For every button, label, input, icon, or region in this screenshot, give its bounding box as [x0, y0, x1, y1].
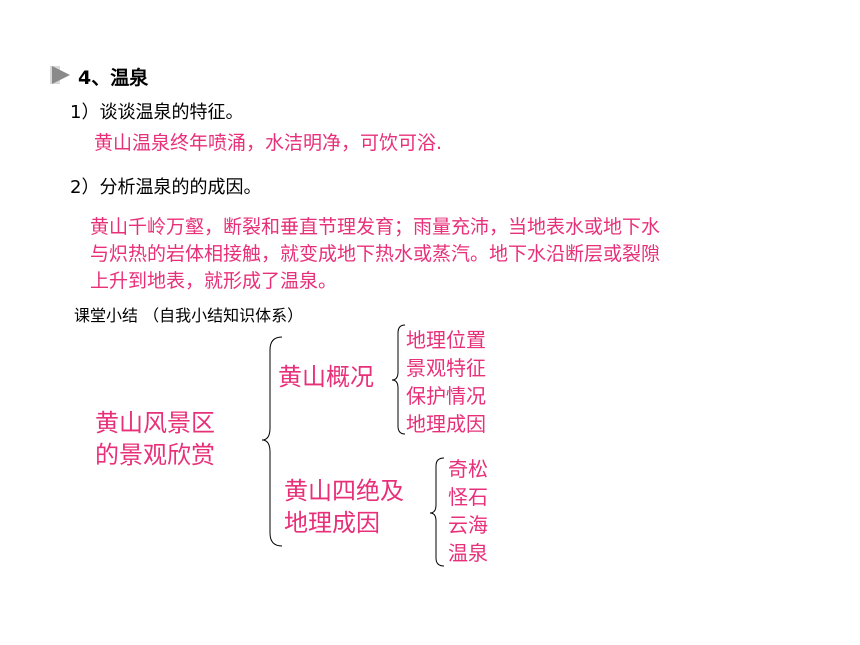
mindmap-root: 黄山风景区 的景观欣赏 — [95, 407, 215, 471]
question-2: 2）分析温泉的的成因。 — [70, 177, 262, 198]
answer-2-line: 与炽热的岩体相接触，就变成地下热水或蒸汽。地下水沿断层或裂隙 — [90, 243, 661, 265]
list-item: 云海 — [448, 513, 488, 537]
answer-1: 黄山温泉终年喷涌，水洁明净，可饮可浴. — [94, 132, 443, 154]
list-item: 奇松 — [448, 457, 488, 481]
section-heading: 4、温泉 — [78, 67, 149, 89]
list-item: 怪石 — [448, 485, 488, 509]
list-item: 保护情况 — [406, 384, 486, 408]
bullet-triangle-icon — [52, 66, 70, 84]
branch-four-wonders-items: 奇松 怪石 云海 温泉 — [448, 455, 488, 567]
summary-label: 课堂小结 （自我小结知识体系） — [74, 306, 304, 325]
list-item: 地理位置 — [406, 328, 486, 352]
root-brace — [261, 336, 283, 547]
root-line: 黄山风景区 — [95, 409, 215, 437]
answer-2: 黄山千岭万壑，断裂和垂直节理发育；雨量充沛，当地表水或地下水 与炽热的岩体相接触… — [90, 214, 820, 295]
question-1: 1）谈谈温泉的特征。 — [70, 102, 244, 123]
branch-four-wonders-title: 黄山四绝及 地理成因 — [284, 475, 404, 539]
root-line: 的景观欣赏 — [95, 441, 215, 469]
branch2-brace — [429, 457, 445, 567]
title-line: 黄山四绝及 — [284, 477, 404, 505]
branch-overview-title: 黄山概况 — [278, 363, 374, 391]
branch1-brace — [391, 324, 406, 435]
answer-2-line: 黄山千岭万壑，断裂和垂直节理发育；雨量充沛，当地表水或地下水 — [90, 216, 661, 238]
list-item: 景观特征 — [406, 356, 486, 380]
list-item: 地理成因 — [406, 412, 486, 436]
answer-2-line: 上升到地表，就形成了温泉。 — [90, 270, 338, 292]
list-item: 温泉 — [448, 541, 488, 565]
title-line: 地理成因 — [284, 509, 380, 537]
branch-overview-items: 地理位置 景观特征 保护情况 地理成因 — [406, 326, 486, 438]
